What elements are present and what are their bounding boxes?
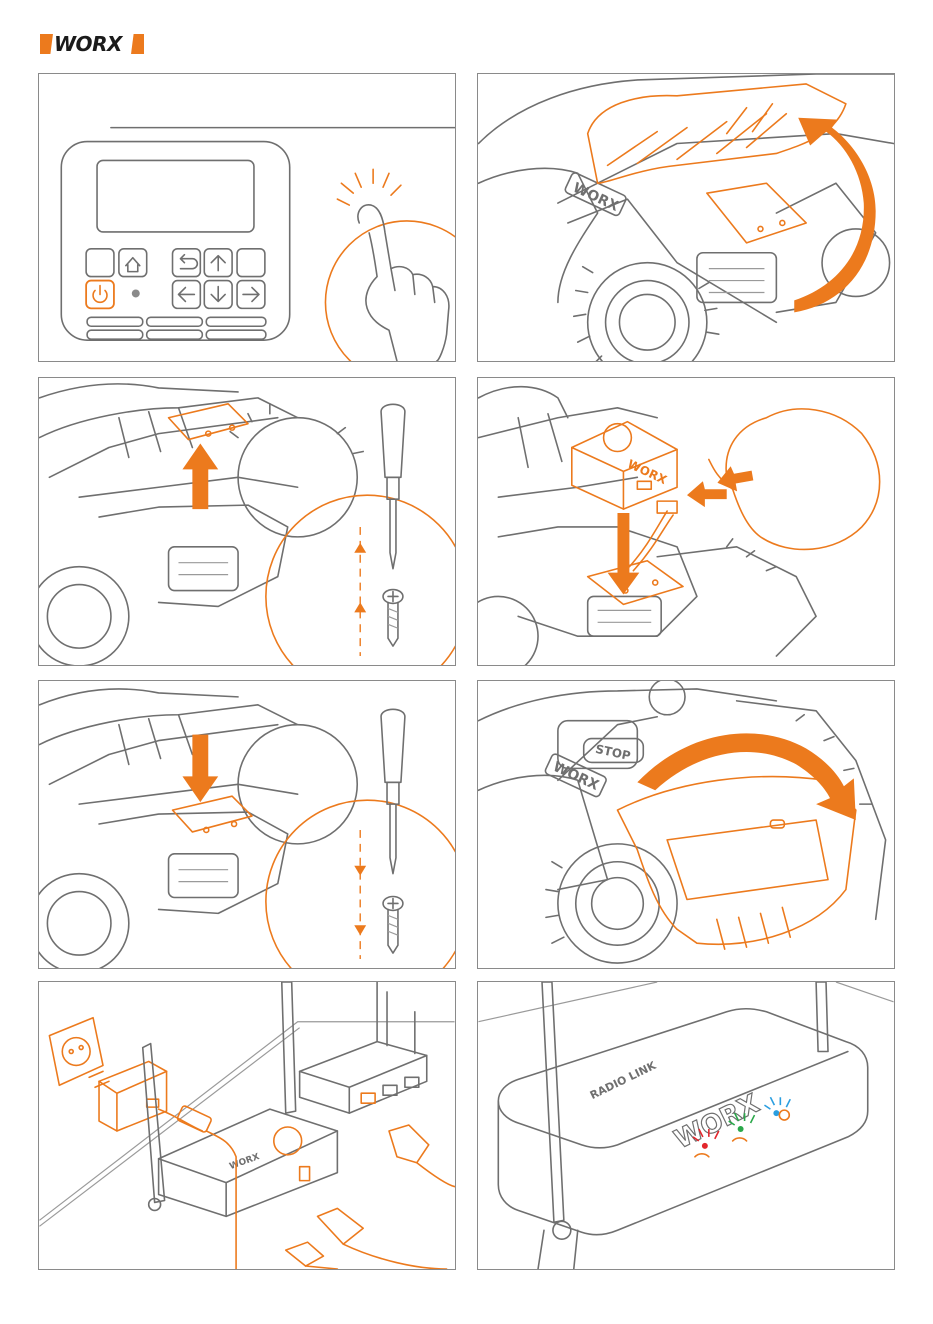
stop-button-label: STOP bbox=[594, 742, 632, 763]
control-panel-illustration bbox=[39, 74, 455, 361]
panel-fix-plate bbox=[38, 680, 456, 969]
base-brand-label: WORX bbox=[670, 1089, 764, 1156]
base-antenna-back bbox=[282, 982, 296, 1113]
closed-cover bbox=[617, 777, 855, 945]
base-station-illustration: RADIO LINK WORX bbox=[478, 982, 894, 1269]
wheel bbox=[39, 567, 129, 665]
wheel bbox=[588, 263, 707, 361]
panel-status-leds: RADIO LINK WORX bbox=[477, 981, 895, 1270]
module-icon: WORX bbox=[572, 422, 677, 509]
screwdriver-icon bbox=[381, 709, 405, 873]
mower-illustration bbox=[39, 681, 455, 968]
module-plate bbox=[707, 183, 806, 243]
panel-lift-cover: WORX bbox=[477, 73, 895, 362]
mower-illustration: WORX bbox=[478, 378, 894, 665]
panel-control-panel-power bbox=[38, 73, 456, 362]
radio-link-label: RADIO LINK bbox=[588, 1059, 659, 1102]
led-blue-icon bbox=[764, 1097, 790, 1120]
arrow-down-icon bbox=[608, 513, 640, 594]
curved-arrow-up-icon bbox=[794, 118, 875, 313]
panel-close-cover: WORX STOP bbox=[477, 680, 895, 969]
panel-insert-module: WORX bbox=[477, 377, 895, 666]
arrow-up-icon bbox=[182, 444, 218, 510]
screw-icon bbox=[383, 896, 403, 953]
base-station-icon: RADIO LINK WORX bbox=[498, 1009, 867, 1235]
panel-remove-plate bbox=[38, 377, 456, 666]
arrow-down-icon bbox=[182, 735, 218, 803]
connection-illustration: WORX bbox=[39, 982, 455, 1269]
base-antenna-right bbox=[816, 982, 828, 1052]
ethernet-plug-icon bbox=[286, 1125, 455, 1269]
base-antenna-front bbox=[143, 1044, 165, 1203]
mower-illustration: WORX STOP bbox=[478, 681, 894, 968]
back-arrow-icon bbox=[173, 249, 201, 277]
keypad-outline bbox=[61, 142, 289, 341]
mower-illustration: WORX bbox=[478, 74, 894, 361]
screwdriver-icon bbox=[381, 404, 405, 568]
base-station-icon: WORX bbox=[159, 1109, 338, 1216]
router-icon bbox=[300, 982, 427, 1113]
base-antenna-left bbox=[542, 982, 564, 1222]
screw-icon bbox=[383, 590, 403, 647]
connector-icon bbox=[629, 511, 667, 567]
mower-illustration bbox=[39, 378, 455, 665]
wheel bbox=[39, 874, 129, 968]
logo-text: WORX bbox=[54, 32, 122, 56]
panel-connect-base: WORX bbox=[38, 981, 456, 1270]
home-icon bbox=[119, 249, 147, 277]
lcd-screen bbox=[97, 160, 254, 232]
worx-logo: WORX bbox=[40, 34, 144, 54]
zoom-circle bbox=[325, 221, 455, 361]
module-plate bbox=[169, 404, 248, 440]
